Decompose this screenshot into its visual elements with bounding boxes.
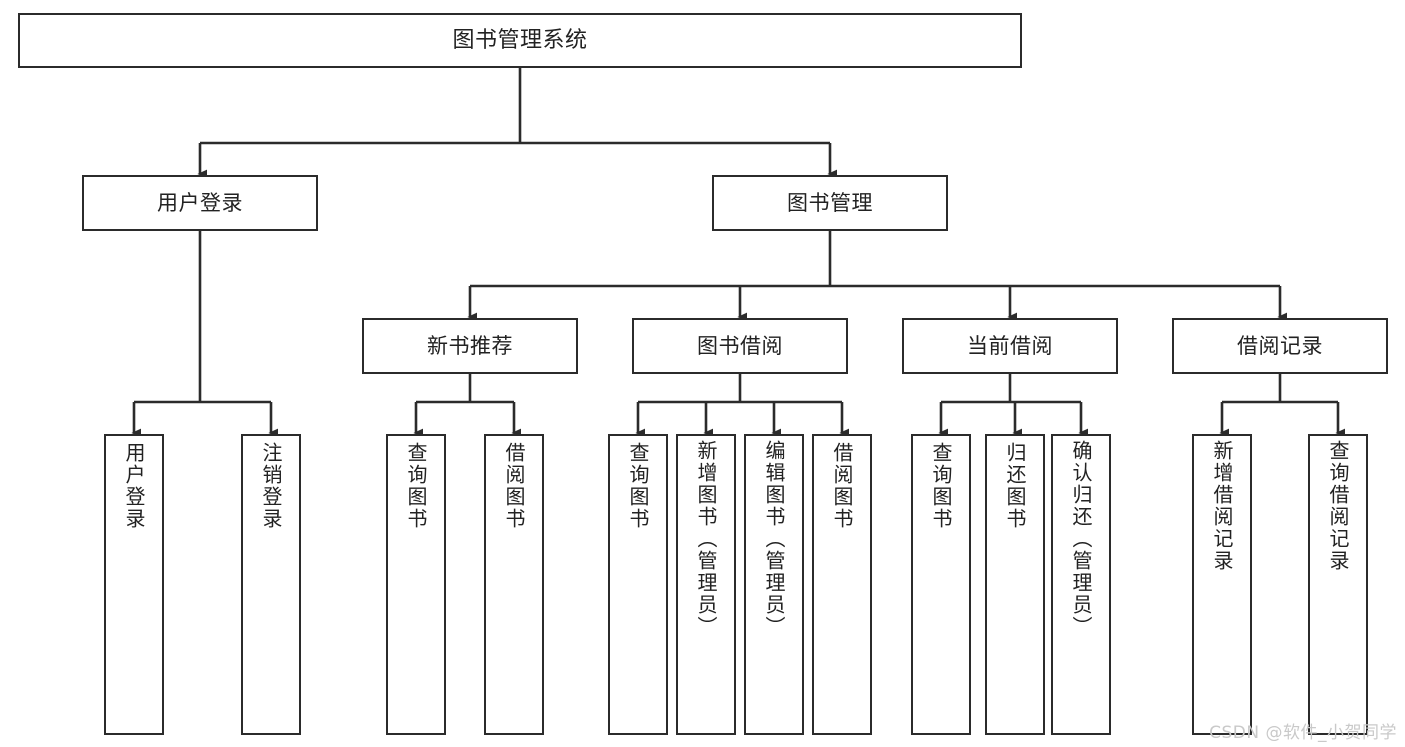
node-leaf-borrow-book-1[interactable]: 借阅图书: [484, 434, 544, 735]
node-label: 查询图书: [626, 442, 650, 530]
node-label: 借阅图书: [502, 442, 526, 530]
node-new-book-rec[interactable]: 新书推荐: [362, 318, 578, 374]
node-leaf-query-book-1[interactable]: 查询图书: [386, 434, 446, 735]
node-label: 注销登录: [259, 442, 283, 530]
node-label: 新书推荐: [427, 333, 513, 358]
node-label: 图书借阅: [697, 333, 783, 358]
node-book-borrow[interactable]: 图书借阅: [632, 318, 848, 374]
tree-connectors: [131, 68, 1345, 438]
node-leaf-add-book[interactable]: 新增图书（管理员）: [676, 434, 736, 735]
node-label: 用户登录: [157, 190, 243, 215]
node-borrow-record[interactable]: 借阅记录: [1172, 318, 1388, 374]
node-label: 图书管理系统: [452, 27, 588, 53]
node-label: 新增借阅记录: [1210, 440, 1234, 572]
node-label: 新增图书（管理员）: [694, 440, 718, 638]
node-leaf-query-book-2[interactable]: 查询图书: [608, 434, 668, 735]
node-label: 图书管理: [787, 190, 873, 215]
node-leaf-edit-book[interactable]: 编辑图书（管理员）: [744, 434, 804, 735]
node-leaf-confirm-return[interactable]: 确认归还（管理员）: [1051, 434, 1111, 735]
node-leaf-query-book-3[interactable]: 查询图书: [911, 434, 971, 735]
node-leaf-borrow-book-2[interactable]: 借阅图书: [812, 434, 872, 735]
node-current-borrow[interactable]: 当前借阅: [902, 318, 1118, 374]
node-book-manage[interactable]: 图书管理: [712, 175, 948, 231]
node-label: 借阅图书: [830, 442, 854, 530]
node-label: 编辑图书（管理员）: [762, 440, 786, 638]
node-label: 借阅记录: [1237, 333, 1323, 358]
node-label: 查询图书: [404, 442, 428, 530]
node-leaf-user-logout[interactable]: 注销登录: [241, 434, 301, 735]
node-label: 归还图书: [1003, 442, 1027, 530]
node-label: 当前借阅: [967, 333, 1053, 358]
node-leaf-add-record[interactable]: 新增借阅记录: [1192, 434, 1252, 735]
csdn-watermark: CSDN @软件_小贺同学: [1209, 723, 1397, 743]
node-user-login[interactable]: 用户登录: [82, 175, 318, 231]
node-label: 查询借阅记录: [1326, 440, 1350, 572]
node-label: 用户登录: [122, 442, 146, 530]
node-root[interactable]: 图书管理系统: [18, 13, 1022, 68]
node-leaf-user-login[interactable]: 用户登录: [104, 434, 164, 735]
node-label: 查询图书: [929, 442, 953, 530]
node-label: 确认归还（管理员）: [1069, 440, 1093, 638]
node-leaf-query-record[interactable]: 查询借阅记录: [1308, 434, 1368, 735]
node-leaf-return-book[interactable]: 归还图书: [985, 434, 1045, 735]
